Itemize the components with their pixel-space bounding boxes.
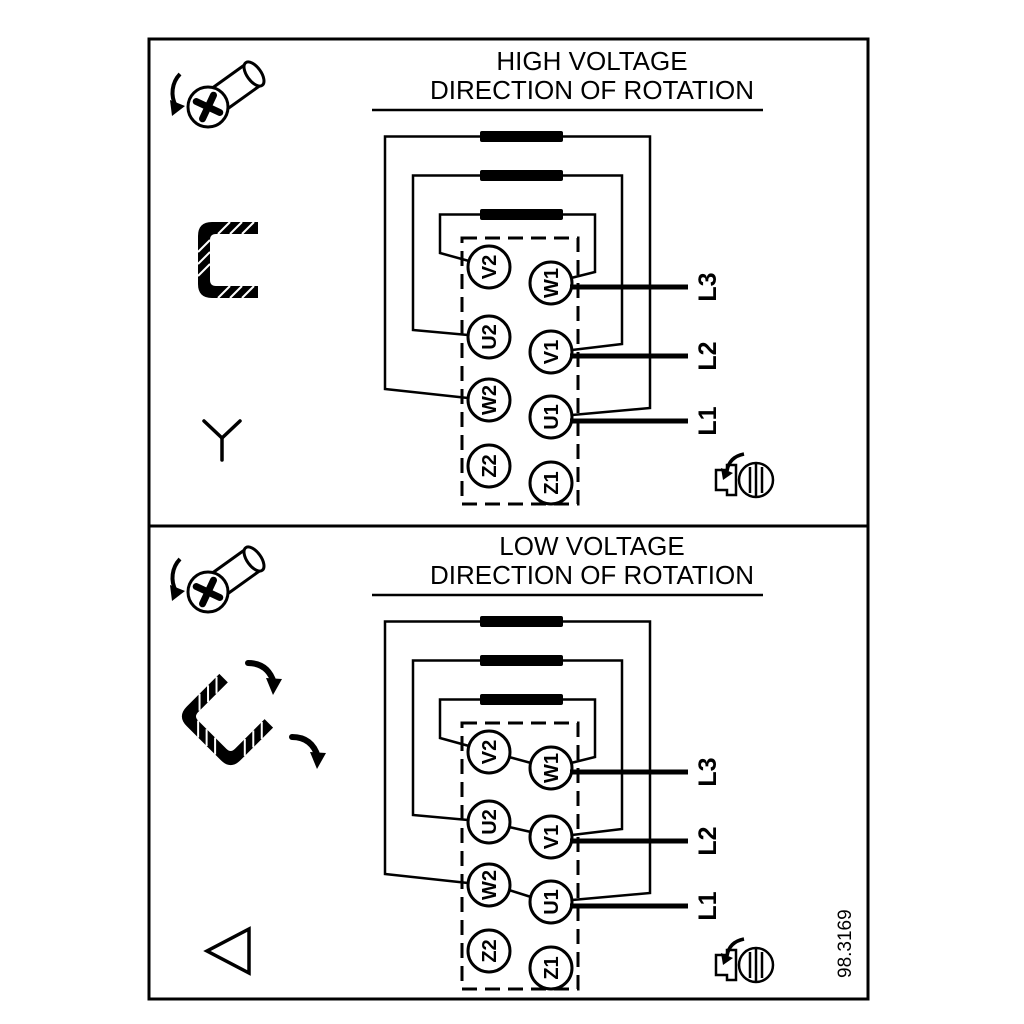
link-bar [480,694,563,705]
terminal-label: W2 [479,870,501,900]
panel-subtitle: DIRECTION OF ROTATION [430,560,754,590]
terminal-circle [466,862,512,908]
supply-line-label: L2 [694,341,722,370]
terminal-label: W1 [541,753,563,783]
panel-title: LOW VOLTAGE [499,531,684,561]
terminal-circle [466,314,512,360]
terminal-label: U2 [479,809,501,835]
link-bar [480,616,563,627]
screw-rotation-icon [170,544,268,612]
terminal-link-rotated-icon [175,660,326,772]
terminal-board [460,236,580,506]
terminal-circle [466,799,512,845]
terminal-label: Z1 [541,471,563,494]
supply-line-label: L1 [694,406,722,435]
figure-ref: 98.3169 [835,909,856,978]
delta-links [508,755,532,899]
terminal-label: V1 [541,825,563,849]
supply-lines: L3 L2 L1 [570,272,722,436]
turn-arrow-head [266,678,282,695]
terminal-circle [528,394,574,440]
terminal-circle [466,443,512,489]
terminal-circle [528,814,574,860]
supply-line-label: L2 [694,826,722,855]
high-voltage-panel-border [147,37,870,528]
link-bars [480,131,563,220]
terminal-label: W1 [541,268,563,298]
terminal-label: U2 [479,324,501,350]
supply-line-label: L1 [694,891,722,920]
terminal-circle [528,460,574,506]
low-voltage-panel: LOW VOLTAGE DIRECTION OF ROTATION [170,531,775,991]
supply-line-label: L3 [694,272,722,301]
low-voltage-panel-border [147,524,870,1001]
terminal-circle [466,244,512,290]
terminal-label: Z1 [541,956,563,979]
terminal-circle [466,928,512,974]
terminal-circle [466,377,512,423]
terminal-label: W2 [479,385,501,415]
link-wires [383,135,652,417]
terminal-board [460,721,580,991]
link-bar [480,131,563,142]
link-bar [480,209,563,220]
supply-line-label: L3 [694,757,722,786]
motor-rotation-icon [714,452,775,499]
terminal-label: Z2 [479,454,501,477]
star-symbol [202,419,242,462]
screw-rotation-icon [170,59,268,127]
terminal-link-icon [197,221,259,299]
terminal-label: V2 [479,740,501,764]
terminal-circle [528,945,574,991]
delta-symbol [203,926,251,976]
panel-subtitle: DIRECTION OF ROTATION [430,75,754,105]
terminal-label: V2 [479,255,501,279]
link-bar [480,170,563,181]
terminal-label: U1 [541,889,563,915]
motor-rotation-icon [714,937,775,984]
link-wires [383,620,652,902]
link-bar [480,655,563,666]
terminals: V2 U2 W2 Z2 W1 V1 U1 Z1 [466,244,574,506]
terminal-circle [528,745,574,791]
panel-title: HIGH VOLTAGE [496,46,687,76]
terminal-label: V1 [541,340,563,364]
high-voltage-panel: HIGH VOLTAGE DIRECTION OF ROTATION [170,46,775,506]
terminal-circle [528,879,574,925]
supply-lines: L3 L2 L1 [570,757,722,921]
terminal-circle [466,729,512,775]
terminal-circle [528,260,574,306]
terminal-label: U1 [541,404,563,430]
link-bars [480,616,563,705]
terminal-label: Z2 [479,939,501,962]
turn-arrow-head [310,752,326,769]
terminals: V2 U2 W2 Z2 W1 V1 U1 Z1 [466,729,574,991]
terminal-circle [528,329,574,375]
